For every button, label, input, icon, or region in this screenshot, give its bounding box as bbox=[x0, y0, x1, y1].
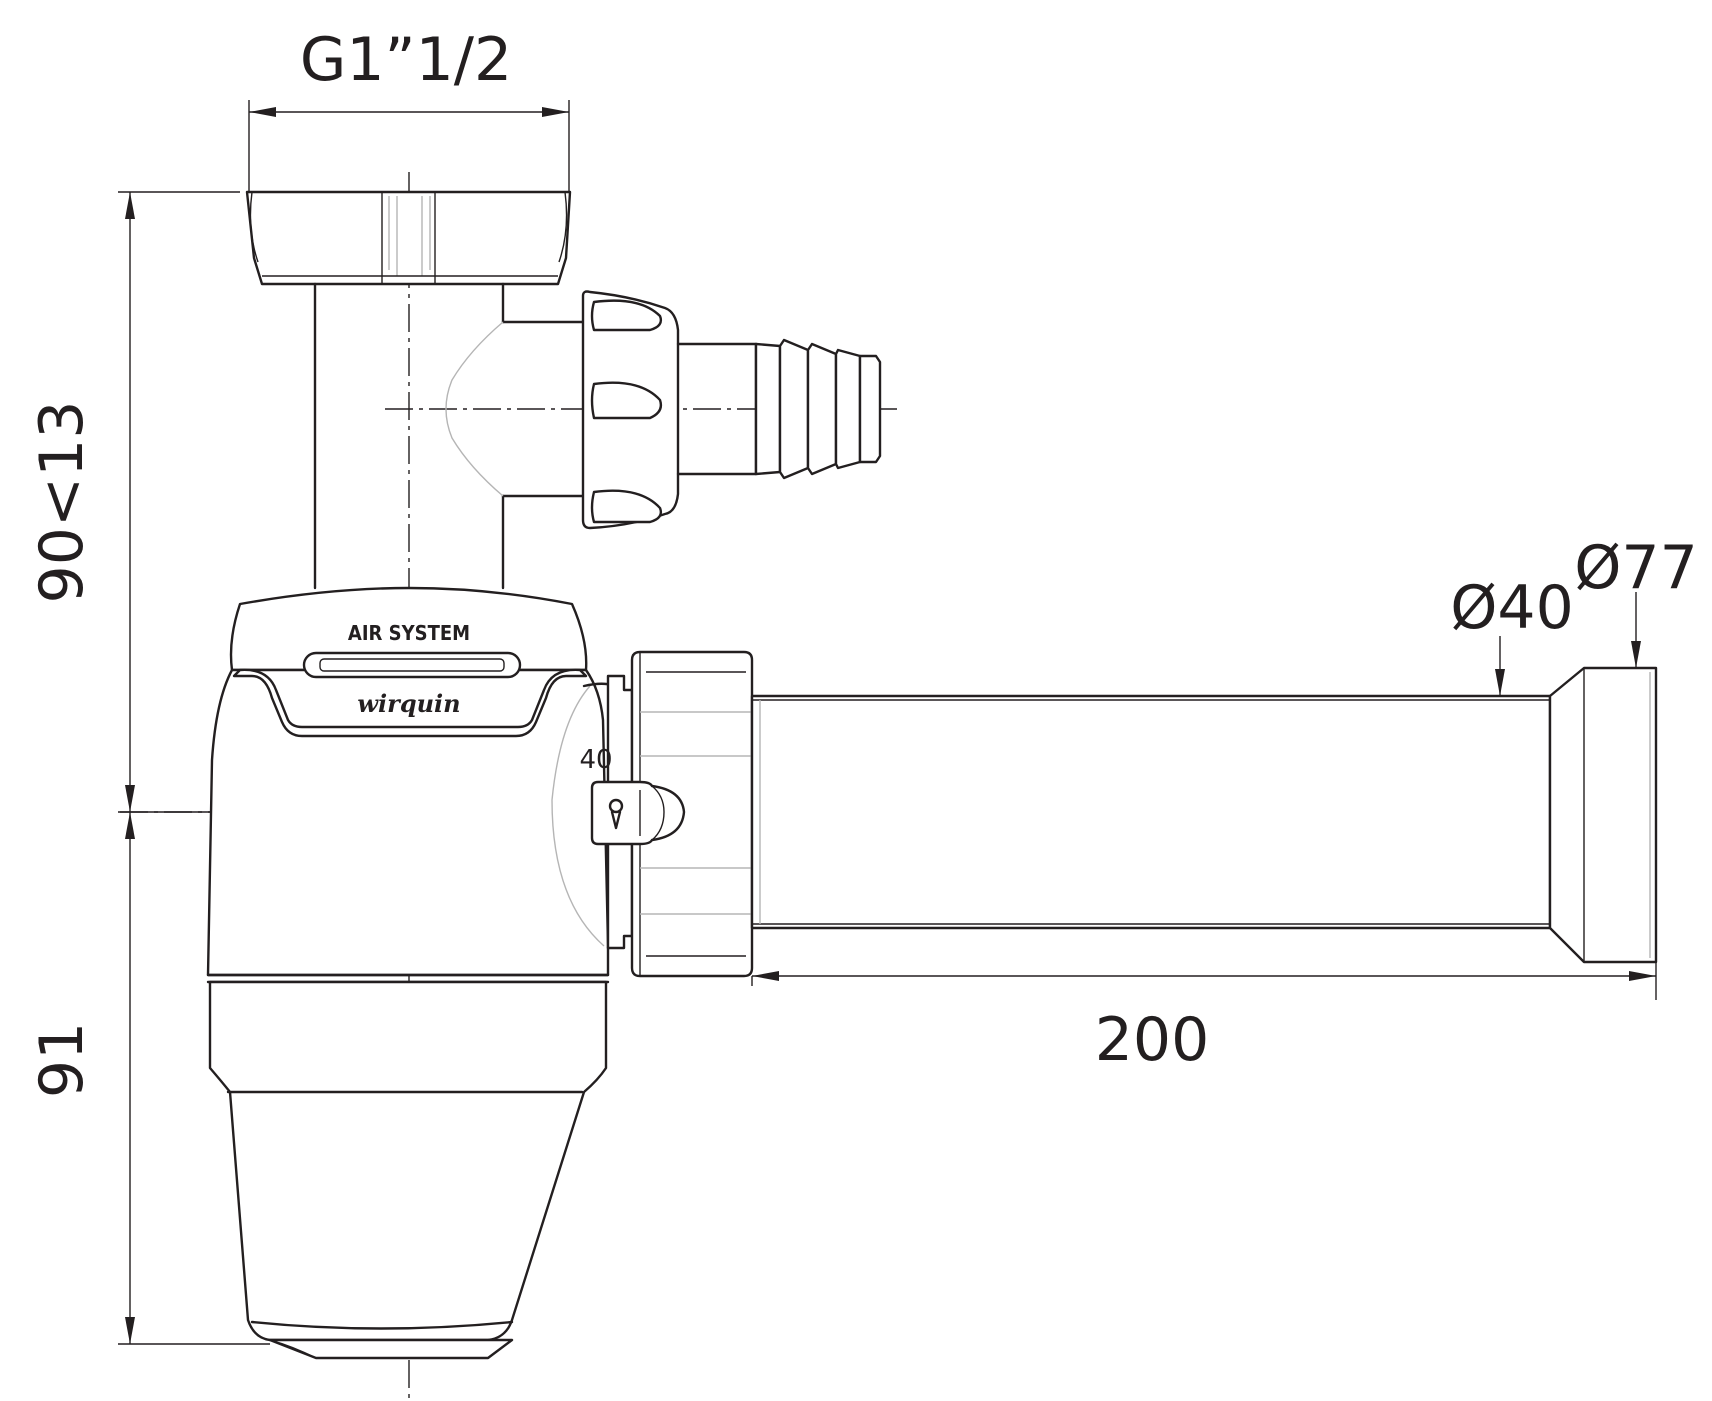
air-system-label: AIR SYSTEM bbox=[348, 621, 470, 645]
vertical-pipe bbox=[313, 282, 585, 590]
top-nut bbox=[245, 190, 572, 286]
side-inlet bbox=[581, 290, 882, 530]
outlet-connection: 40 bbox=[551, 650, 754, 978]
bottle-body: AIR SYSTEM wirquin bbox=[206, 586, 610, 1360]
dimension-sleeve-diameter: Ø77 bbox=[1574, 533, 1698, 668]
lower-height-label: 91 bbox=[27, 1022, 97, 1098]
thread-dimension-label: G1”1/2 bbox=[300, 25, 512, 95]
dimension-outlet-diameter: Ø40 bbox=[1450, 573, 1574, 696]
brand-logo-text: wirquin bbox=[357, 689, 460, 718]
sleeve-diameter-label: Ø77 bbox=[1574, 533, 1698, 603]
dimension-length: 200 bbox=[751, 962, 1657, 1075]
upper-height-label: 90<13 bbox=[27, 401, 97, 604]
dimension-height-lower: 91 bbox=[27, 812, 270, 1345]
dimension-thread: G1”1/2 bbox=[248, 25, 570, 192]
length-dimension-label: 200 bbox=[1095, 1005, 1210, 1075]
outlet-tube bbox=[750, 666, 1658, 964]
dimension-height-upper: 90<13 bbox=[27, 191, 240, 813]
outlet-diameter-label: Ø40 bbox=[1450, 573, 1574, 643]
nut-size-label: 40 bbox=[579, 745, 612, 775]
